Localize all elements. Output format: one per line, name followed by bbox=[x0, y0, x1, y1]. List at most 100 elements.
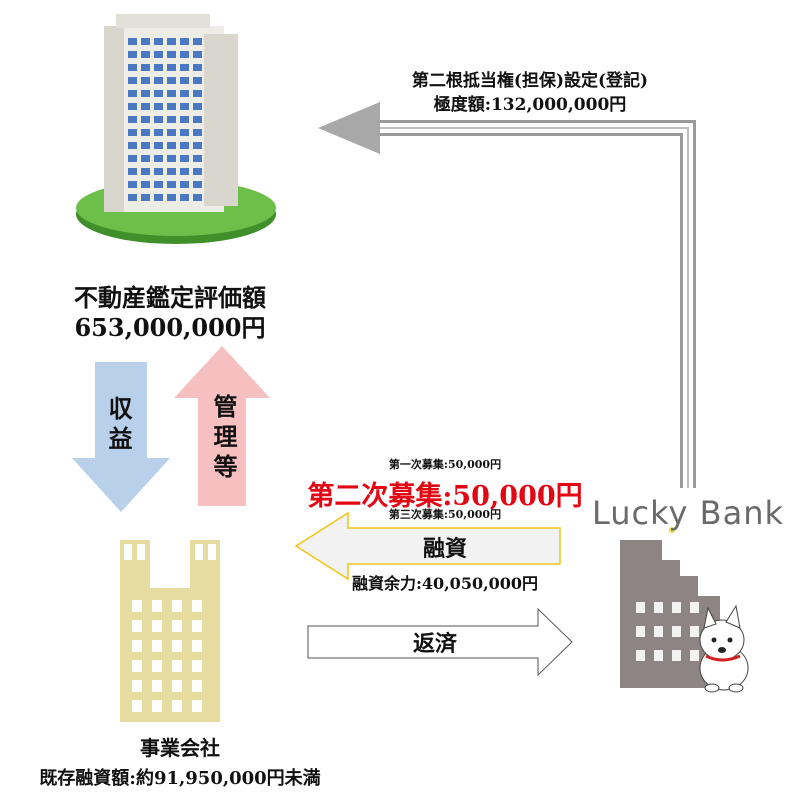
tower-window bbox=[193, 103, 202, 110]
tower-window bbox=[141, 168, 150, 175]
tower-window bbox=[180, 142, 189, 149]
bank-window bbox=[690, 602, 699, 613]
tower-window bbox=[167, 194, 176, 201]
bank-window bbox=[654, 650, 663, 661]
lien-limit: 極度額:132,000,000円 bbox=[433, 95, 627, 115]
company-window bbox=[192, 600, 202, 612]
repay-label: 返済 bbox=[412, 631, 457, 657]
tower-window bbox=[193, 51, 202, 58]
management-arrow bbox=[174, 346, 270, 506]
tower-window bbox=[141, 77, 150, 84]
first-round-label: 第一次募集:50,000円 bbox=[388, 458, 502, 471]
tower-window bbox=[128, 155, 137, 162]
company-window bbox=[152, 640, 162, 652]
tower-window bbox=[180, 181, 189, 188]
tower-window bbox=[167, 77, 176, 84]
tower-window bbox=[154, 155, 163, 162]
company-window bbox=[152, 700, 162, 712]
company-window bbox=[172, 660, 182, 672]
tower-window bbox=[141, 194, 150, 201]
tower-window bbox=[154, 77, 163, 84]
tower-window bbox=[167, 38, 176, 45]
tower-window bbox=[141, 116, 150, 123]
bank-window bbox=[636, 602, 645, 613]
tower-window bbox=[180, 77, 189, 84]
bank-window bbox=[636, 650, 645, 661]
tower-window bbox=[128, 38, 137, 45]
tower-window bbox=[167, 116, 176, 123]
tower-window bbox=[167, 142, 176, 149]
tower-window bbox=[180, 129, 189, 136]
tower-window bbox=[193, 38, 202, 45]
tower-window bbox=[128, 181, 137, 188]
lien-arrow bbox=[318, 102, 696, 488]
tower-window bbox=[141, 155, 150, 162]
tower-window bbox=[180, 155, 189, 162]
company-existing-loans: 既存融資額:約91,950,000円未満 bbox=[39, 768, 321, 789]
tower-window bbox=[154, 129, 163, 136]
second-round-label: 第二次募集:50,000円 bbox=[307, 481, 583, 512]
tower-window bbox=[193, 194, 202, 201]
tower-window bbox=[167, 64, 176, 71]
tower-window bbox=[141, 51, 150, 58]
company-window bbox=[152, 660, 162, 672]
bank-window bbox=[636, 626, 645, 637]
tower-window bbox=[128, 64, 137, 71]
company-window bbox=[152, 680, 162, 692]
bank-window bbox=[690, 626, 699, 637]
tower-window bbox=[167, 90, 176, 97]
company-window bbox=[192, 680, 202, 692]
tower-window bbox=[180, 90, 189, 97]
company-window bbox=[192, 640, 202, 652]
repay-arrow bbox=[307, 607, 573, 677]
logo-dot-icon bbox=[669, 527, 675, 533]
company-window bbox=[172, 640, 182, 652]
company-window bbox=[192, 700, 202, 712]
tower-window bbox=[141, 38, 150, 45]
company-window bbox=[132, 620, 142, 632]
tower-window bbox=[154, 168, 163, 175]
tower-window bbox=[167, 181, 176, 188]
tower-window bbox=[180, 116, 189, 123]
third-round-label: 第三次募集:50,000円 bbox=[388, 508, 502, 521]
bank-window bbox=[654, 602, 663, 613]
management-label: 管理等 bbox=[209, 394, 238, 484]
company-window bbox=[132, 700, 142, 712]
company-window bbox=[152, 620, 162, 632]
tower-window bbox=[128, 168, 137, 175]
tower-window bbox=[193, 116, 202, 123]
company-window bbox=[192, 660, 202, 672]
tower-window bbox=[128, 77, 137, 84]
tower-window bbox=[193, 64, 202, 71]
appraisal-value: 653,000,000円 bbox=[74, 313, 266, 342]
tower-window bbox=[141, 103, 150, 110]
appraisal-title: 不動産鑑定評価額 bbox=[74, 283, 266, 312]
tower-window bbox=[193, 129, 202, 136]
tower-window bbox=[180, 103, 189, 110]
tower-window bbox=[141, 181, 150, 188]
tower-window bbox=[167, 168, 176, 175]
tower-window bbox=[167, 51, 176, 58]
tower-window bbox=[128, 142, 137, 149]
bank-window bbox=[672, 626, 681, 637]
income-label: 収益 bbox=[104, 396, 133, 456]
lucky-bank-logo: Lucky Bank bbox=[592, 494, 785, 532]
company-window bbox=[132, 640, 142, 652]
bank-window bbox=[690, 650, 699, 661]
tower-window bbox=[180, 194, 189, 201]
tower-window bbox=[154, 116, 163, 123]
company-window bbox=[172, 620, 182, 632]
company-name: 事業会社 bbox=[140, 736, 220, 760]
tower-window bbox=[193, 181, 202, 188]
bank-building-icon bbox=[620, 540, 720, 688]
tower-window bbox=[128, 194, 137, 201]
tower-window bbox=[128, 116, 137, 123]
company-window bbox=[132, 660, 142, 672]
tower-window bbox=[180, 168, 189, 175]
tower-window bbox=[141, 129, 150, 136]
apartment-building-icon bbox=[76, 14, 276, 244]
company-window bbox=[132, 680, 142, 692]
tower-window bbox=[180, 51, 189, 58]
loan-capacity-label: 融資余力:40,050,000円 bbox=[351, 574, 539, 593]
